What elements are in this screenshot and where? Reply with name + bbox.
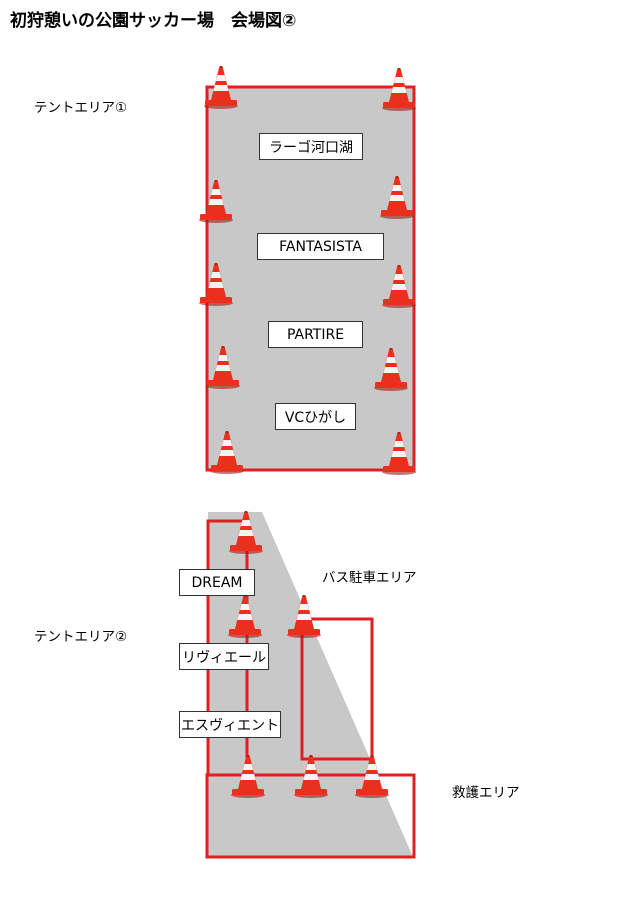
tent-area-1-label: テントエリア①: [34, 100, 128, 116]
team-box: VCひがし: [275, 403, 356, 430]
bus-parking-label: バス駐車エリア: [322, 570, 417, 586]
bus-parking-outline: [300, 617, 374, 761]
team-box: FANTASISTA: [257, 233, 384, 260]
team-box: エスヴィエント: [179, 711, 281, 738]
first-aid-label: 救護エリア: [452, 785, 520, 801]
page-title: 初狩憩いの公園サッカー場 会場図②: [10, 11, 297, 31]
team-box: PARTIRE: [268, 321, 363, 348]
team-box: リヴィエール: [179, 643, 269, 670]
team-box: DREAM: [179, 569, 255, 596]
team-box: ラーゴ河口湖: [259, 133, 363, 160]
lower-gray-zone: [208, 512, 413, 857]
tent-area-2-label: テントエリア②: [34, 629, 128, 645]
